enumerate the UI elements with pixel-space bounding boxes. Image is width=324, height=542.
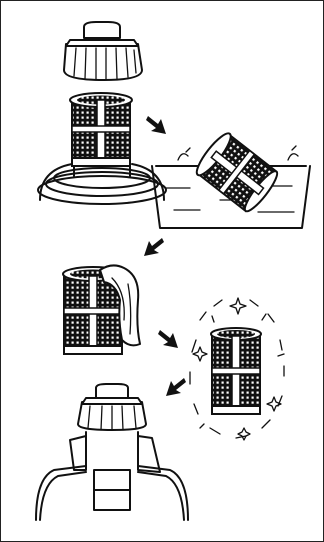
arrow-left-down-icon	[166, 378, 186, 396]
fuel-filter-icon	[211, 328, 261, 414]
step-wipe-filter-with-cloth	[63, 265, 140, 354]
step-remove-cap-and-filter	[38, 22, 166, 204]
arrow-left-down-icon	[144, 238, 164, 256]
step-reinstall-filter-and-cap	[36, 384, 188, 520]
fuel-filter-icon	[192, 130, 282, 216]
arrow-right-down-icon	[158, 330, 178, 348]
filter-install-icon	[36, 384, 188, 520]
step-wash-filter-in-basin	[152, 130, 310, 228]
step-inspect-clean-filter	[190, 298, 284, 440]
fuel-filter-icon	[70, 93, 132, 166]
filler-cap-icon	[64, 22, 142, 80]
arrow-right-down-icon	[146, 116, 166, 134]
